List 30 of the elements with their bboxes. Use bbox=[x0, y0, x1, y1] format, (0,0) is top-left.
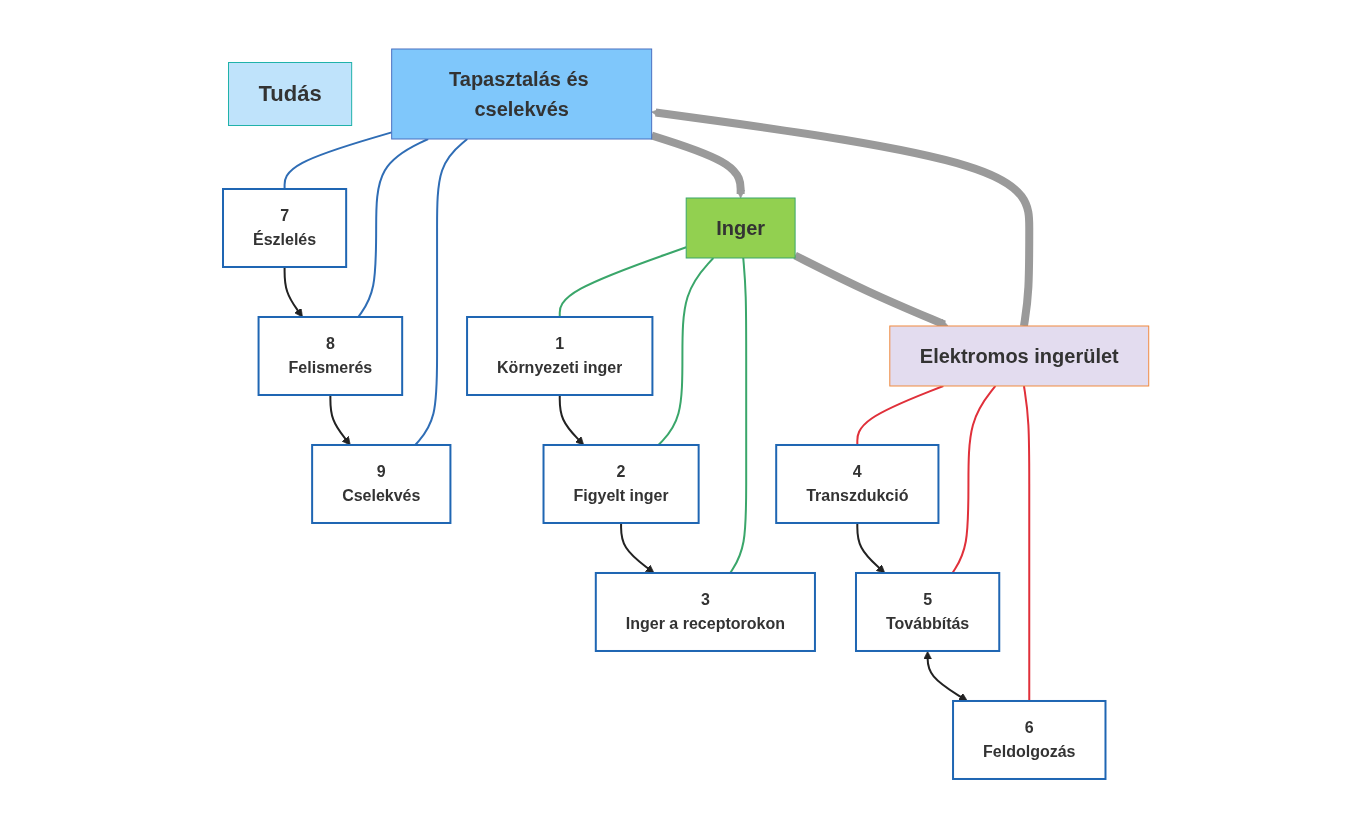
connector bbox=[356, 138, 429, 318]
node-box: 4 Transzdukció bbox=[774, 444, 940, 524]
node-box: 6 Feldolgozás bbox=[951, 700, 1107, 780]
arrow bbox=[922, 651, 968, 702]
node-box: Inger bbox=[685, 197, 796, 259]
node-box: 9 Cselekvés bbox=[310, 444, 452, 524]
connector bbox=[951, 385, 997, 574]
arrow bbox=[855, 522, 885, 574]
arrow bbox=[558, 394, 584, 446]
connector bbox=[728, 257, 747, 574]
arrow bbox=[283, 266, 303, 318]
node-box: 8 Felismerés bbox=[257, 316, 403, 396]
arrow bbox=[650, 108, 1033, 327]
node-box: Elektromos ingerület bbox=[888, 325, 1149, 387]
node-box: 7 Észlelés bbox=[221, 188, 347, 268]
connector bbox=[283, 131, 393, 190]
connector bbox=[1022, 385, 1030, 702]
node-box: 5 Továbbítás bbox=[854, 572, 1000, 652]
arrow bbox=[619, 522, 655, 574]
connector bbox=[413, 138, 468, 446]
node-box: Tapasztalás és cselekvés bbox=[390, 48, 652, 140]
connector bbox=[558, 246, 687, 318]
node-box: Tudás bbox=[227, 62, 352, 126]
connector bbox=[855, 385, 944, 446]
node-box: 1 Környezeti inger bbox=[465, 316, 654, 396]
arrow bbox=[650, 131, 745, 199]
node-box: 3 Inger a receptorokon bbox=[594, 572, 816, 652]
connector bbox=[657, 257, 714, 446]
node-box: 2 Figyelt inger bbox=[542, 444, 700, 524]
arrow bbox=[329, 394, 351, 446]
